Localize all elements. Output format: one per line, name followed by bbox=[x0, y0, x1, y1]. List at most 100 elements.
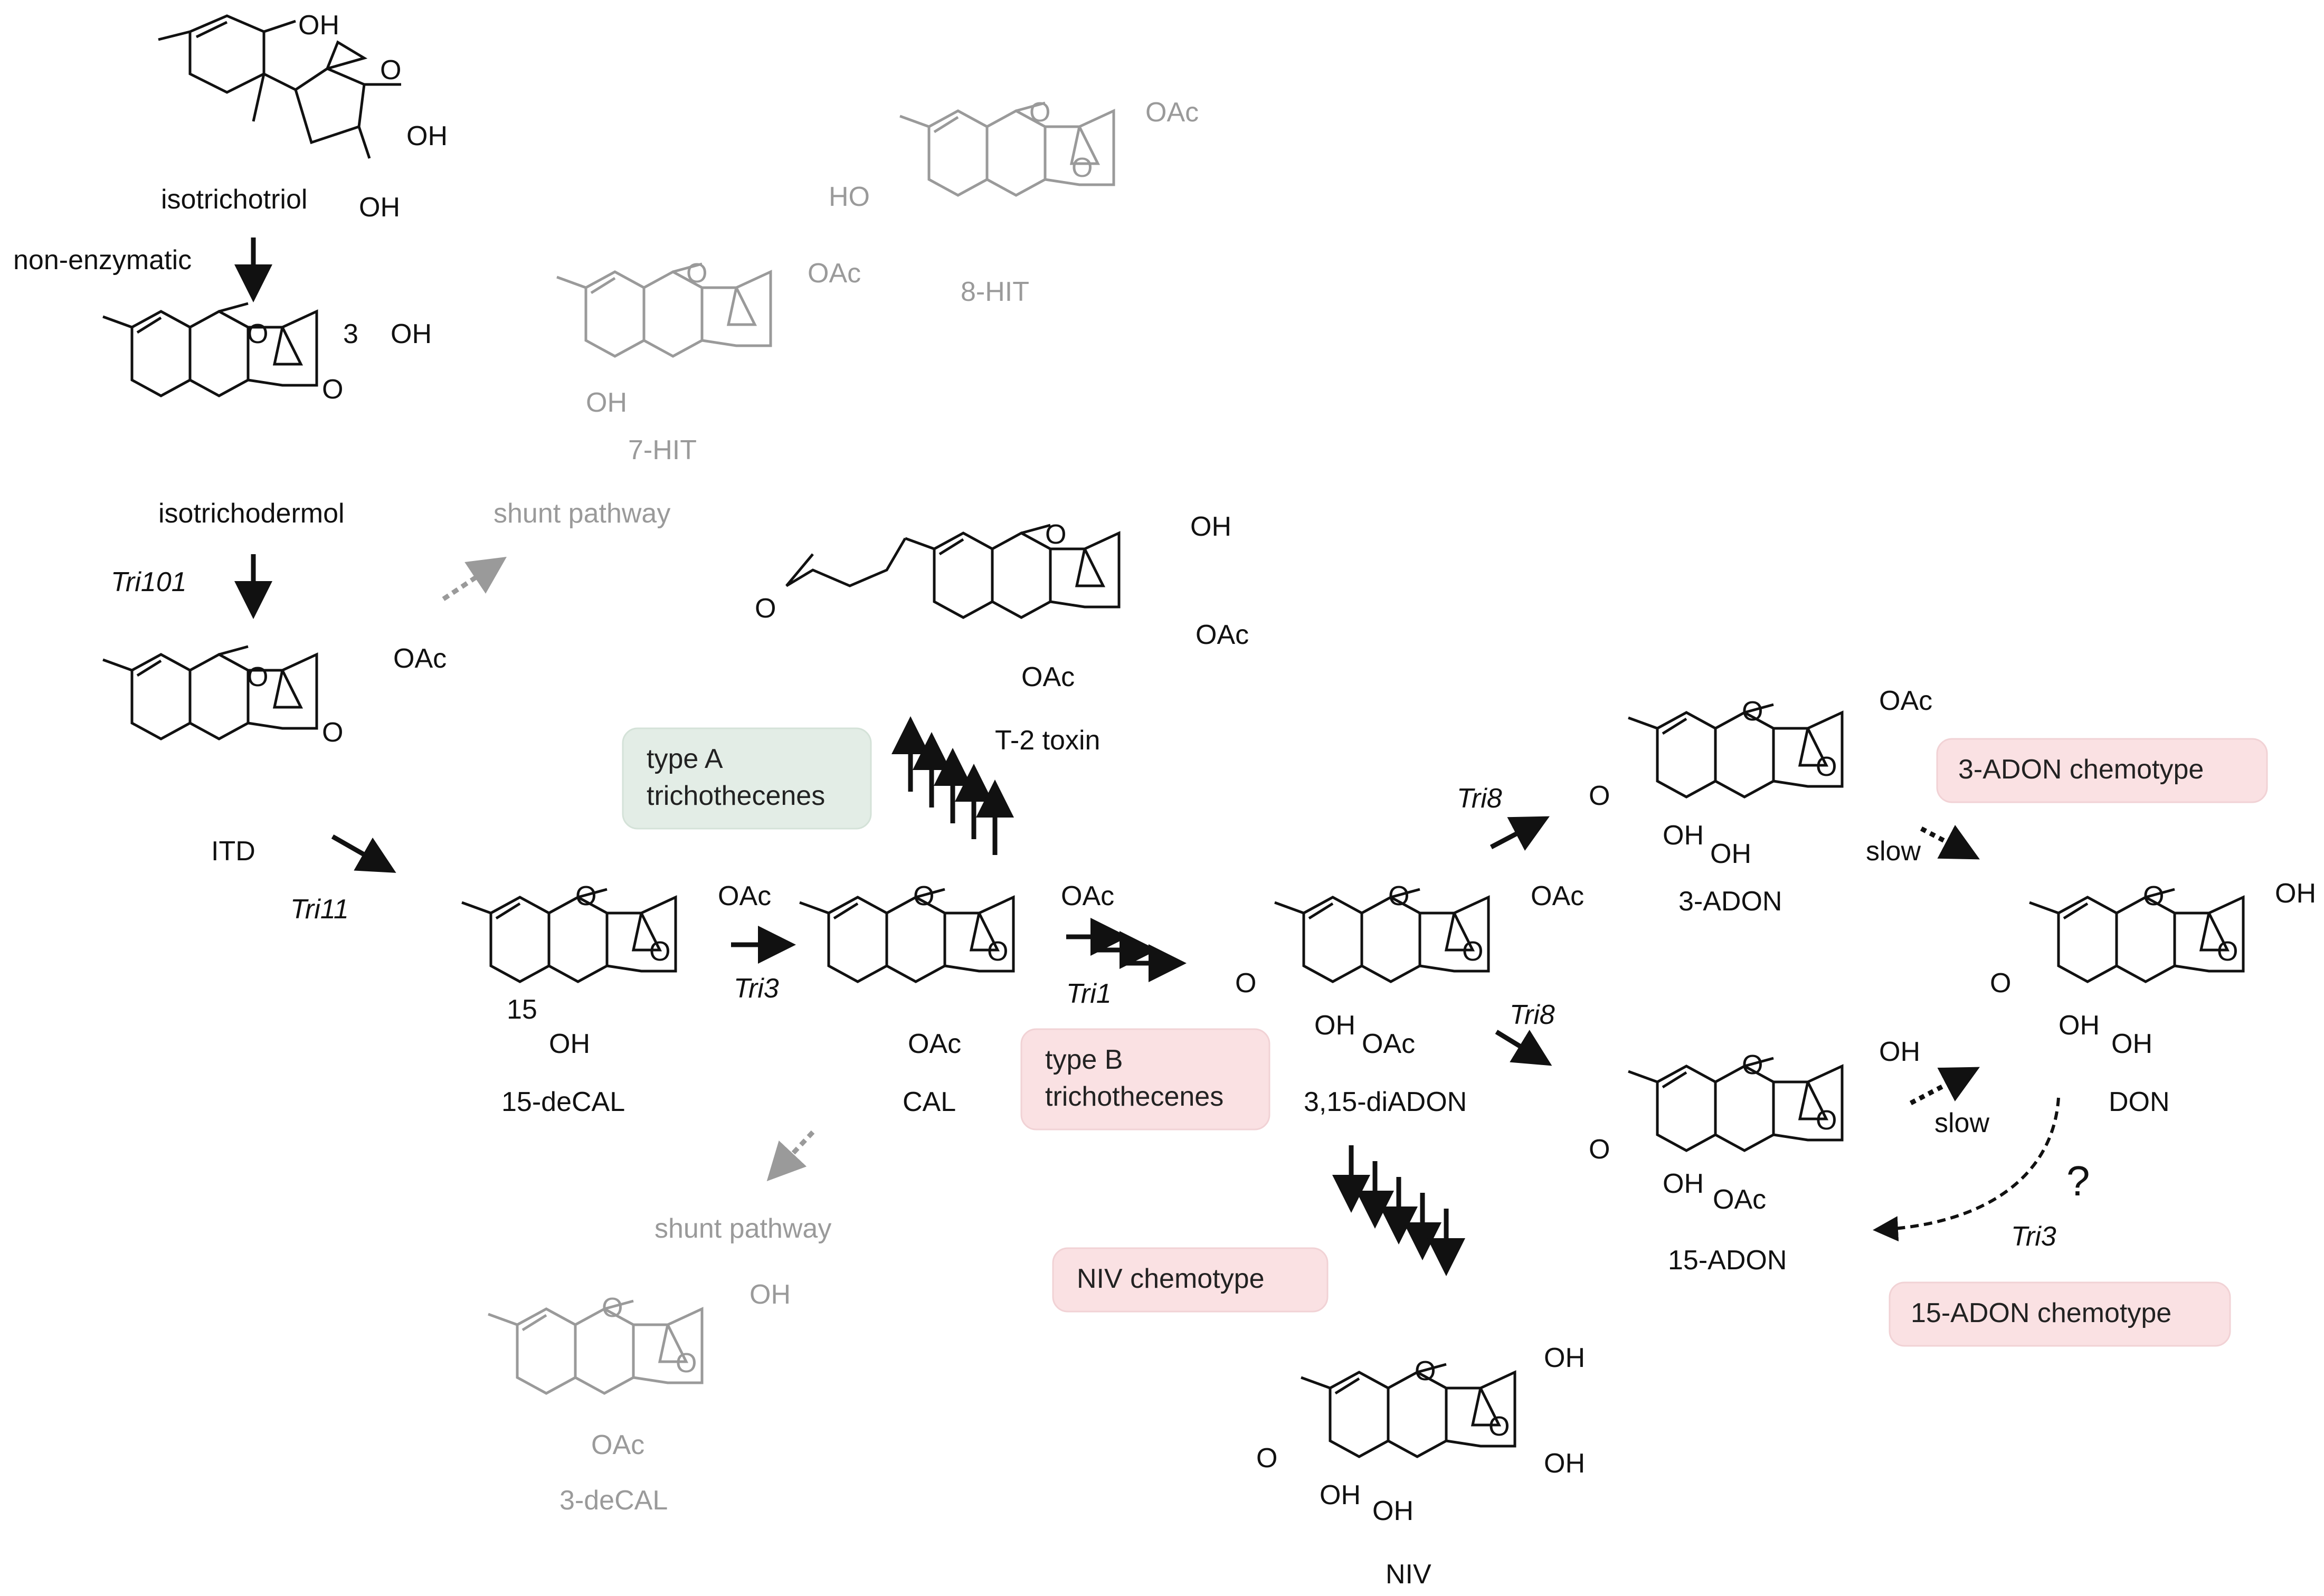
atom-oh: OH bbox=[750, 1279, 791, 1310]
atom-oh: OH bbox=[1372, 1496, 1414, 1526]
atom-oac: OAc bbox=[1879, 686, 1932, 716]
atom-oac: OAc bbox=[1713, 1184, 1766, 1215]
atom-o: O bbox=[1816, 1105, 1837, 1136]
atom-oh: OH bbox=[359, 192, 400, 223]
enzyme-tri3: Tri3 bbox=[734, 973, 779, 1004]
diadon-structure bbox=[1275, 889, 1488, 982]
label-slow-bottom: slow bbox=[1934, 1108, 1989, 1138]
atom-oac: OAc bbox=[718, 881, 771, 911]
box-3-adon-chemotype-text: 3-ADON chemotype bbox=[1958, 754, 2204, 785]
label-slow-top: slow bbox=[1866, 836, 1921, 867]
enzyme-tri101: Tri101 bbox=[111, 567, 187, 597]
label-non-enzymatic: non-enzymatic bbox=[13, 245, 192, 276]
arrows-cal-to-t2 bbox=[891, 716, 1014, 855]
label-7-hit: 7-HIT bbox=[628, 435, 697, 466]
label-3-adon: 3-ADON bbox=[1678, 886, 1782, 917]
atom-o: O bbox=[322, 374, 343, 405]
box-15-adon-chemotype-text: 15-ADON chemotype bbox=[1911, 1298, 2171, 1328]
atom-o: O bbox=[1488, 1411, 1510, 1442]
atom-oh: OH bbox=[1663, 1168, 1704, 1199]
label-diadon: 3,15-diADON bbox=[1304, 1087, 1467, 1117]
atom-o: O bbox=[686, 258, 707, 289]
label-t2-toxin: T-2 toxin bbox=[995, 725, 1100, 756]
atom-oh: OH bbox=[2059, 1010, 2100, 1041]
atom-o: O bbox=[1742, 696, 1763, 727]
arrow-3-adon-to-don-slow bbox=[1920, 824, 1980, 860]
label-isotrichotriol: isotrichotriol bbox=[161, 184, 307, 215]
label-8-hit: 8-HIT bbox=[961, 277, 1029, 307]
label-15-decal: 15-deCAL bbox=[501, 1087, 625, 1117]
atom-o: O bbox=[1071, 153, 1093, 183]
label-shunt-top: shunt pathway bbox=[494, 498, 670, 529]
cal-structure bbox=[800, 889, 1013, 982]
decal15-structure bbox=[462, 889, 676, 982]
atom-o: O bbox=[649, 936, 670, 967]
label-isotrichodermol: isotrichodermol bbox=[158, 498, 345, 529]
atom-o: O bbox=[1990, 968, 2011, 999]
atom-o: O bbox=[755, 593, 776, 624]
atom-o: O bbox=[1462, 936, 1483, 967]
atom-oac: OAc bbox=[1196, 620, 1249, 650]
decal3-structure bbox=[488, 1301, 702, 1393]
adon15-structure bbox=[1628, 1058, 1842, 1151]
atom-oac: OAc bbox=[1362, 1029, 1415, 1059]
atom-oh: OH bbox=[298, 10, 339, 41]
atom-o: O bbox=[1029, 97, 1050, 128]
atom-o: O bbox=[2217, 936, 2238, 967]
atom-o: O bbox=[1742, 1050, 1763, 1080]
box-type-b-line2: trichothecenes bbox=[1045, 1081, 1223, 1112]
atom-oh: OH bbox=[1544, 1448, 1585, 1479]
atom-o: O bbox=[247, 319, 268, 349]
label-cal: CAL bbox=[903, 1087, 956, 1117]
box-type-a-line2: trichothecenes bbox=[647, 781, 825, 811]
atom-o: O bbox=[380, 55, 401, 86]
atom-o: O bbox=[602, 1293, 623, 1323]
atom-o: O bbox=[1045, 519, 1066, 550]
atom-o: O bbox=[1235, 968, 1256, 999]
atom-oac: OAc bbox=[591, 1430, 644, 1460]
arrow-15-adon-to-don-slow bbox=[1909, 1067, 1980, 1105]
atom-o: O bbox=[676, 1348, 697, 1379]
hit7-structure bbox=[557, 264, 771, 356]
label-don: DON bbox=[2109, 1087, 2170, 1117]
arrow-don-to-15-adon-tri3 bbox=[1873, 1097, 2060, 1242]
atom-o: O bbox=[1589, 1134, 1610, 1165]
atom-c3: 3 bbox=[343, 319, 358, 349]
atom-oh: OH bbox=[2275, 878, 2316, 909]
atom-oac: OAc bbox=[1021, 662, 1075, 692]
atom-o: O bbox=[1415, 1356, 1436, 1386]
box-type-a-line1: type A bbox=[647, 744, 723, 774]
adon3-structure bbox=[1628, 705, 1842, 797]
atom-oac: OAc bbox=[908, 1029, 961, 1059]
label-3-decal: 3-deCAL bbox=[559, 1485, 668, 1516]
atom-oh: OH bbox=[1544, 1343, 1585, 1373]
enzyme-tri3-don: Tri3 bbox=[2011, 1221, 2056, 1252]
atom-oh: OH bbox=[1314, 1010, 1355, 1041]
atom-oac: OAc bbox=[1061, 881, 1114, 911]
atom-oh: OH bbox=[1710, 839, 1751, 869]
atom-o: O bbox=[1816, 752, 1837, 782]
label-question: ? bbox=[2066, 1157, 2090, 1204]
atom-o: O bbox=[2143, 881, 2164, 911]
atom-oh: OH bbox=[406, 121, 448, 151]
box-type-b-line1: type B bbox=[1045, 1044, 1123, 1075]
atom-oh: OH bbox=[1320, 1480, 1361, 1510]
atom-oh: OH bbox=[586, 387, 627, 418]
box-niv-chemotype: NIV chemotype bbox=[1052, 1247, 1329, 1313]
atom-oac: OAc bbox=[1531, 881, 1584, 911]
enzyme-tri11: Tri11 bbox=[290, 894, 349, 925]
atom-o: O bbox=[322, 717, 343, 748]
atom-o: O bbox=[1589, 781, 1610, 811]
enzyme-tri8-bottom: Tri8 bbox=[1510, 1000, 1555, 1030]
arrows-diadon-to-niv bbox=[1332, 1145, 1465, 1276]
atom-oac: OAc bbox=[808, 258, 861, 289]
enzyme-tri8-top: Tri8 bbox=[1457, 783, 1502, 814]
atom-oh: OH bbox=[2111, 1029, 2152, 1059]
niv-structure bbox=[1301, 1364, 1515, 1457]
arrow-diadon-to-15-adon bbox=[1495, 1030, 1552, 1066]
itd-structure bbox=[103, 647, 317, 739]
enzyme-tri1: Tri1 bbox=[1066, 978, 1112, 1009]
atom-o: O bbox=[1388, 881, 1409, 911]
atom-oh: OH bbox=[391, 319, 432, 349]
atom-oac: OAc bbox=[1145, 97, 1199, 128]
